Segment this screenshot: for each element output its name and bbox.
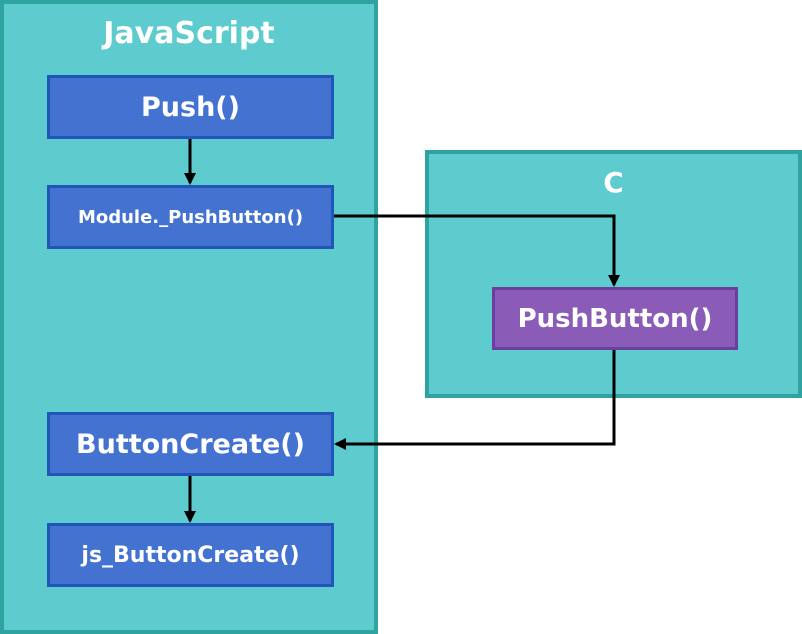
push-node: Push(): [47, 75, 334, 139]
js-button-create-node: js_ButtonCreate(): [47, 523, 334, 587]
push-button-node: PushButton(): [492, 287, 738, 350]
javascript-container-title: JavaScript: [103, 16, 275, 51]
c-container-title: C: [603, 166, 624, 199]
button-create-node: ButtonCreate(): [47, 412, 334, 476]
c-container: C: [425, 150, 802, 398]
module-push-button-node: Module._PushButton(): [47, 185, 334, 249]
